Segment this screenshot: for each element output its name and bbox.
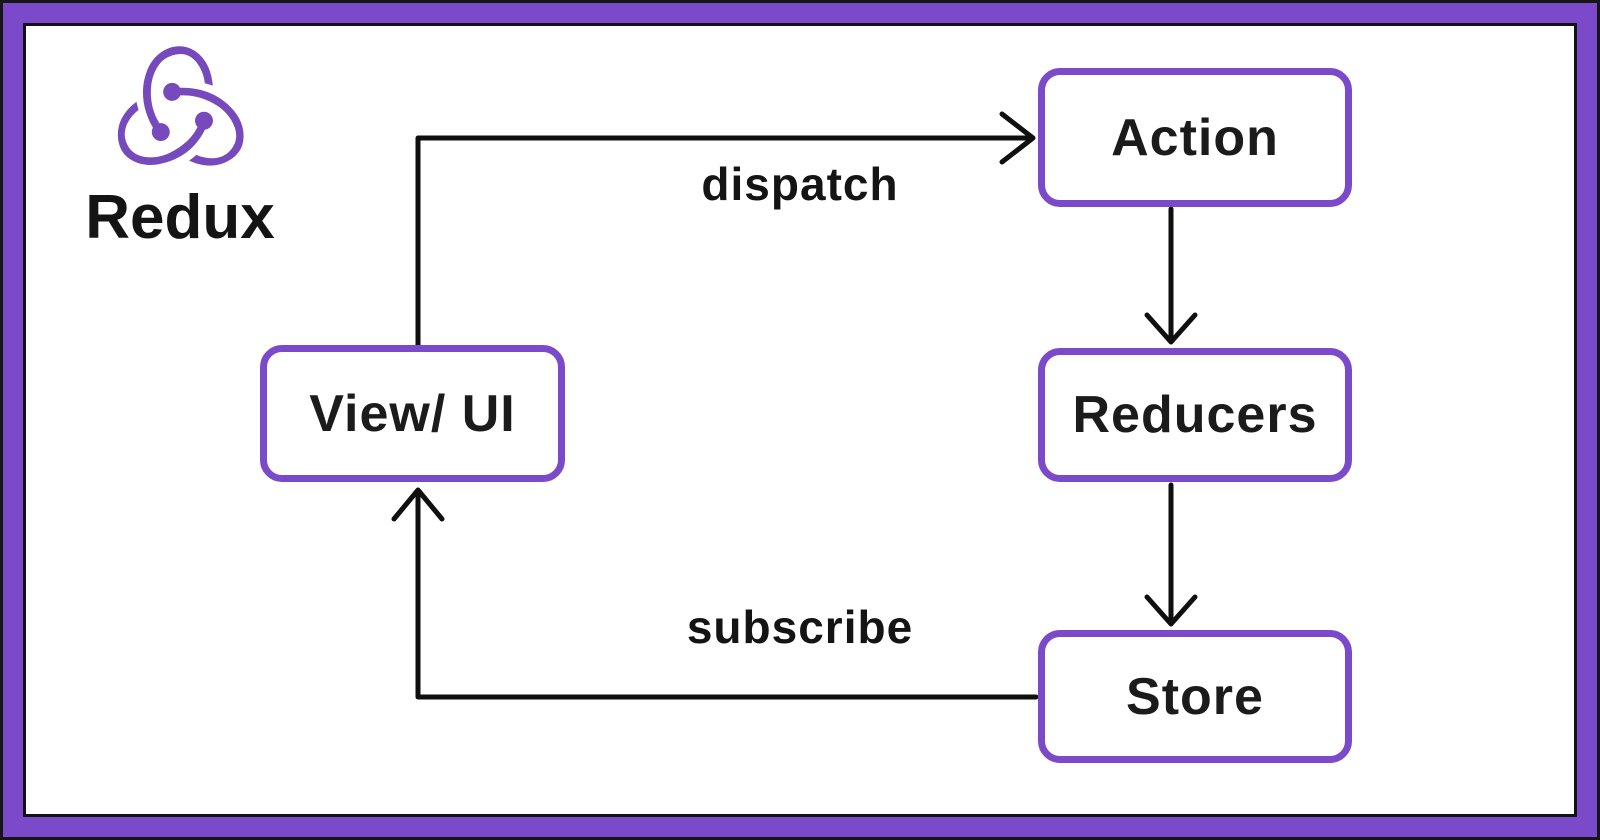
redux-logo-icon bbox=[117, 46, 244, 166]
node-action: Action bbox=[1038, 68, 1352, 207]
node-reducers: Reducers bbox=[1038, 348, 1352, 482]
edge-label-dispatch: dispatch bbox=[701, 158, 899, 210]
edge-label-subscribe: subscribe bbox=[686, 601, 914, 653]
node-view-ui: View/ UI bbox=[260, 345, 565, 482]
redux-logo: Redux bbox=[70, 14, 290, 254]
node-store: Store bbox=[1038, 630, 1352, 763]
redux-wordmark: Redux bbox=[85, 183, 275, 252]
